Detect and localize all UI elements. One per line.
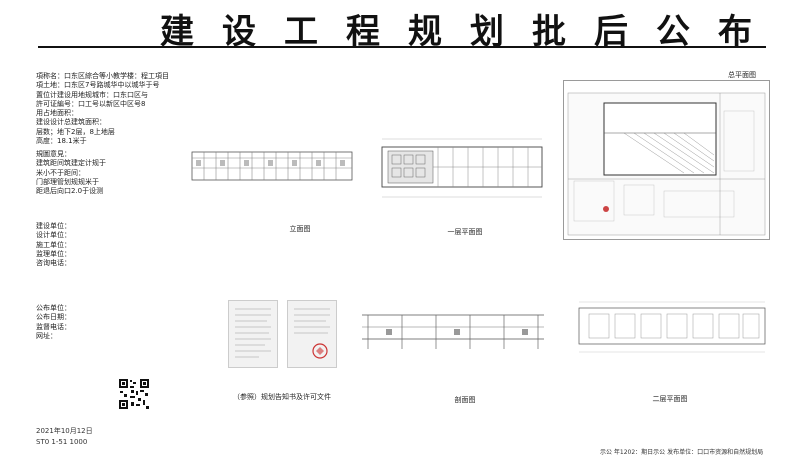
permit-document-right[interactable]	[287, 300, 337, 368]
floor-plan-drawing[interactable]	[378, 133, 548, 208]
floor-plan-caption: 图面平层一	[447, 228, 483, 236]
text-line: 于米规规划管理部门	[36, 177, 99, 186]
text-line: 测设于0.2口向后退距	[36, 187, 104, 196]
text-line: ：址网	[36, 331, 57, 340]
text-line: ：位单设建	[36, 222, 71, 230]
text-line: ：位单工施	[36, 240, 71, 249]
text-line: ：话电询咨	[36, 259, 71, 268]
text-line: ：积面筑建总计设设建	[36, 118, 106, 127]
text-line: ：位单理监	[36, 249, 71, 258]
site-plan-label: 图面平总	[728, 71, 756, 79]
text-line: 号于华城以中华城路号7区东口：地土項	[36, 81, 160, 90]
roof-plan-caption: 图面平层二	[652, 395, 688, 403]
section-caption: 图面剖	[454, 396, 476, 404]
site-plan-drawing[interactable]	[563, 80, 770, 240]
stamp-code: 0001 15-1 0TS	[36, 438, 88, 446]
text-line: 8号区中区新以号工口：号編证可許	[36, 99, 146, 108]
publicity-info-block: ：位单布公：期日布公：话电督监：址网	[36, 304, 191, 341]
construction-units-block: ：位单设建：位单计设：位单工施：位单理监：话电询咨	[36, 222, 191, 268]
text-line: ：间距于不小米	[36, 168, 85, 177]
text-line: ：見意圖規	[36, 150, 71, 158]
page-title: 建设工程规划批后公布	[160, 12, 780, 52]
text-line: ：积面地占用	[36, 109, 78, 118]
text-line: 于米1.81：度高	[36, 137, 87, 146]
text-line: 与区口东口：市城规地用设建计位置	[36, 90, 148, 99]
elevation-drawing[interactable]	[190, 148, 355, 186]
section-drawing[interactable]	[358, 305, 548, 353]
qr-code-icon	[118, 378, 150, 410]
text-line: ：期日布公	[36, 313, 71, 322]
text-line: ：位单计设	[36, 231, 71, 240]
text-line: ：位单布公	[36, 304, 71, 312]
project-info-block: 目項工程：楼学教小等合綜区东口：名称項号于华城以中华城路号7区东口：地土項与区口…	[36, 72, 191, 146]
text-line: 目項工程：楼学教小等合綜区东口：名称項	[36, 72, 169, 80]
planning-opinion-block: ：見意圖規于规计定建筑间距筑建：间距于不小米于米规规划管理部门测设于0.2口向后…	[36, 150, 191, 196]
elevation-caption: 图面立	[289, 225, 311, 233]
footer-text: 局划规然自和源资市口口：位单布发 公示日期：2021年 公示	[600, 449, 764, 456]
stamp-date: 日21月01年1202	[36, 427, 93, 435]
roof-plan-drawing[interactable]	[575, 298, 770, 358]
title-underline	[38, 46, 766, 48]
text-line: 于规计定建筑间距筑建	[36, 159, 106, 168]
text-line: ：话电督监	[36, 322, 71, 331]
text-line: 层地上8，层2下地；数层	[36, 127, 115, 136]
permit-document-left[interactable]	[228, 300, 278, 368]
permit-caption: 件文可许及书知告划规（照参）	[233, 393, 331, 401]
qr-code[interactable]	[118, 378, 150, 410]
